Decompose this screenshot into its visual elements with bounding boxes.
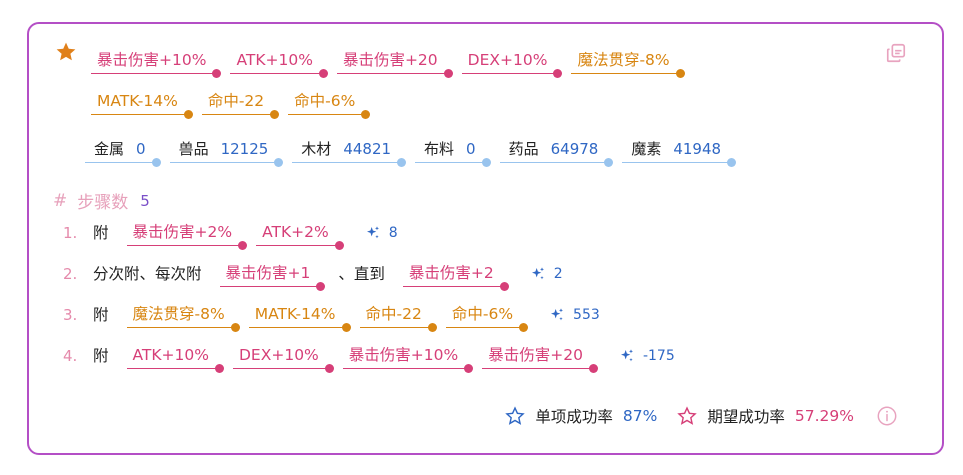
step-value: -175 <box>619 346 675 369</box>
step-number: 1. <box>63 224 78 242</box>
material-label: 金属 <box>94 140 125 158</box>
sparkle-icon <box>620 349 633 362</box>
material-value: 0 <box>466 140 476 158</box>
material-value: 64978 <box>550 140 599 158</box>
single-rate-value: 87% <box>622 407 658 425</box>
step-value: 2 <box>530 264 563 287</box>
sparkle-icon <box>551 308 564 321</box>
enchant-tag[interactable]: 暴击伤害+10% <box>342 345 474 373</box>
step-number: 3. <box>63 306 78 324</box>
single-rate-label: 单项成功率 <box>535 408 613 426</box>
enchant-tag[interactable]: 魔法贯穿-8% <box>126 304 240 332</box>
enchant-tag[interactable]: 魔法贯穿-8% <box>571 50 685 78</box>
hash-icon: # <box>53 190 68 211</box>
step-value-number: 8 <box>388 225 398 241</box>
material-label: 木材 <box>301 140 332 158</box>
enchant-tag[interactable]: ATK+2% <box>256 222 344 250</box>
copy-icon[interactable] <box>885 42 907 64</box>
star-icon[interactable] <box>55 41 77 63</box>
enchant-tag[interactable]: 命中-22 <box>359 304 438 332</box>
step-number: 4. <box>63 347 78 365</box>
material-item: 药品 64978 <box>499 139 614 167</box>
enchant-tags-row-1: 暴击伤害+10% ATK+10%暴击伤害+20 DEX+10% 魔法贯穿-8% <box>91 50 694 78</box>
enchant-tag[interactable]: 命中-22 <box>201 91 280 119</box>
step-action: 附 <box>93 306 109 324</box>
enchant-tag[interactable]: DEX+10% <box>461 50 563 78</box>
material-item: 兽品 12125 <box>169 139 284 167</box>
step-value-number: 2 <box>553 266 563 282</box>
enchant-tag[interactable]: 暴击伤害+1 <box>219 263 326 291</box>
enchant-tags-row-2: MATK-14% 命中-22 命中-6% <box>91 91 379 119</box>
enchant-tag[interactable]: 暴击伤害+2% <box>126 222 247 250</box>
star-outline-icon <box>505 406 526 425</box>
sparkle-icon <box>531 267 544 280</box>
materials-row: 金属 0 兽品 12125 木材 44821 布料 0 药品 64978 魔素 41948 <box>85 139 745 167</box>
material-value: 12125 <box>220 140 269 158</box>
expected-rate-value: 57.29% <box>794 407 854 425</box>
steps-header: # 步骤数 5 <box>53 188 150 214</box>
step-action: 附 <box>93 224 109 242</box>
material-value: 0 <box>136 140 146 158</box>
success-rate-footer: 单项成功率 87% 期望成功率 57.29% <box>505 405 898 427</box>
material-item: 魔素 41948 <box>622 139 736 167</box>
steps-count: 5 <box>140 191 150 210</box>
material-item: 金属 0 <box>85 139 161 167</box>
step-value: 553 <box>549 305 600 328</box>
info-icon[interactable] <box>876 405 898 427</box>
enchant-tag[interactable]: 暴击伤害+10% <box>91 50 222 78</box>
step-row: 2. 分次附、每次附暴击伤害+1 、直到暴击伤害+2 2 <box>63 263 563 291</box>
step-value-number: -175 <box>642 348 675 364</box>
enchant-tag[interactable]: ATK+10% <box>126 345 225 373</box>
material-label: 布料 <box>424 140 455 158</box>
step-action: 附 <box>93 347 109 365</box>
step-row: 4. 附 ATK+10% DEX+10% 暴击伤害+10% 暴击伤害+20 -175 <box>63 345 675 373</box>
enchant-tag[interactable]: 命中-6% <box>445 304 529 332</box>
enchant-tag[interactable]: 命中-6% <box>288 91 371 119</box>
material-label: 兽品 <box>178 140 209 158</box>
material-label: 魔素 <box>631 140 662 158</box>
enchant-tag[interactable]: MATK-14% <box>248 304 351 332</box>
material-value: 44821 <box>343 140 392 158</box>
step-value: 8 <box>365 223 398 246</box>
material-item: 木材 44821 <box>292 139 406 167</box>
star-outline-icon <box>677 406 698 425</box>
step-number: 2. <box>63 265 78 283</box>
enchant-tag[interactable]: MATK-14% <box>91 91 193 119</box>
step-value-number: 553 <box>573 307 600 323</box>
steps-label: 步骤数 <box>77 193 129 213</box>
enchant-tag[interactable]: 暴击伤害+2 <box>402 263 509 291</box>
step-row: 1. 附暴击伤害+2% ATK+2% 8 <box>63 222 398 250</box>
enchant-tag[interactable]: 暴击伤害+20 <box>336 50 453 78</box>
material-value: 41948 <box>673 140 722 158</box>
material-label: 药品 <box>508 140 539 158</box>
sparkle-icon <box>366 226 379 239</box>
step-connector: 、直到 <box>338 265 385 283</box>
step-action: 分次附、每次附 <box>93 265 202 283</box>
material-item: 布料 0 <box>415 139 491 167</box>
enchant-tag[interactable]: ATK+10% <box>230 50 329 78</box>
enchant-tag[interactable]: 暴击伤害+20 <box>482 345 598 373</box>
expected-rate-label: 期望成功率 <box>707 408 785 426</box>
enchant-tag[interactable]: DEX+10% <box>233 345 334 373</box>
